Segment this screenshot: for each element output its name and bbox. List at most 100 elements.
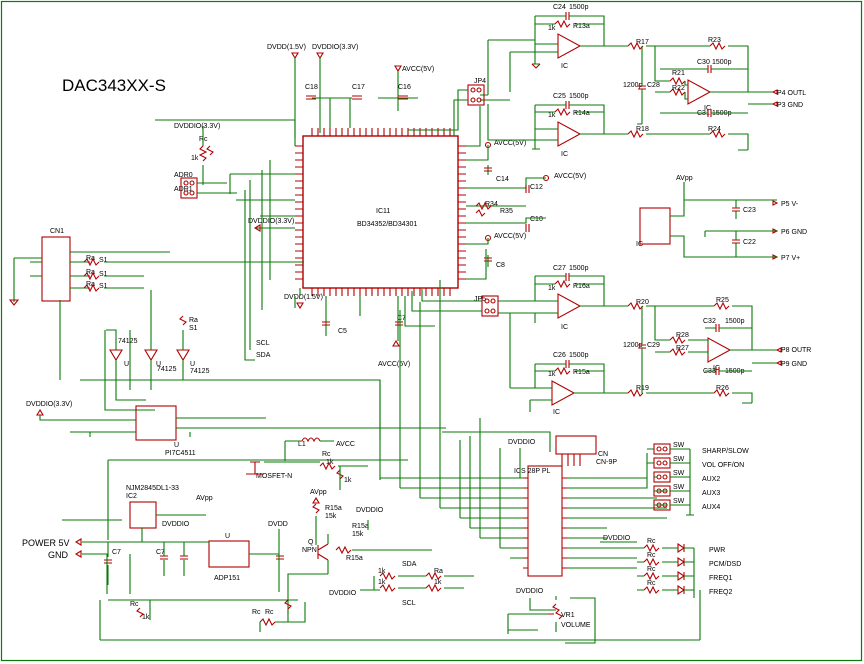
sw-3-ref: SW [673, 470, 685, 477]
sw-5-ref: SW [673, 498, 685, 505]
cap-c30-label: C30 [697, 59, 710, 66]
res-r15a-c-label: R15a [352, 523, 369, 530]
power-input-label: POWER 5V [22, 538, 70, 548]
net-dvdd-1v5-top: DVDD(1.5V) [267, 44, 306, 51]
led-rc-2: Rc [647, 552, 656, 559]
buffer-1-label: 74125 [118, 338, 138, 345]
res-ra4-label: Ra [189, 317, 198, 324]
main-ic-part: BD34352/BD34301 [357, 221, 417, 228]
adp151-label: ADP151 [214, 575, 240, 582]
res-r25-label: R25 [716, 297, 729, 304]
res-1k-adr-label: 1k [191, 155, 199, 162]
cn9p-label: CN-9P [596, 459, 617, 466]
res-r34-label: R34 [485, 201, 498, 208]
res-15k-b: 15k [352, 531, 364, 538]
cap-c16-label: C16 [398, 84, 411, 91]
cap-c24-value: 1500p [569, 4, 589, 11]
res-1k-d: 1k [548, 371, 556, 378]
cap-c24-label: C24 [553, 4, 566, 11]
res-ra1-label: Ra [86, 255, 95, 262]
jumper-jp4[interactable] [467, 84, 485, 106]
res-r16a-label: R16a [573, 283, 590, 290]
net-dvdd-reg: DVDD [268, 521, 288, 528]
output-p7: P7 V+ [781, 255, 800, 262]
res-r21-label: R21 [672, 70, 685, 77]
net-avcc-5v-bottom: AVCC(5V) [378, 361, 410, 368]
res-r20-label: R20 [636, 299, 649, 306]
adr-jumper[interactable] [180, 177, 198, 199]
res-rc-p3: Rc [265, 609, 274, 616]
res-rc-p4: Rc [130, 601, 139, 608]
switch-s1-d: S1 [189, 325, 198, 332]
res-1k-b: 1k [548, 112, 556, 119]
net-sda-left: SDA [256, 352, 271, 359]
controller-ic-label: ICS 28P PL [514, 468, 551, 475]
output-p9: P9 GND [781, 361, 807, 368]
output-stage-left: C24 1500p 1k R13a IC C25 1500p 1k R14a I… [408, 4, 778, 158]
cap-1200p-b: 1200p [623, 342, 643, 349]
res-rc-p2: Rc [252, 609, 261, 616]
led-rc-1: Rc [647, 538, 656, 545]
net-dvdd-1v5-bottom: DVDD(1.5V) [284, 294, 323, 301]
iso-chip [135, 405, 177, 441]
led-pcm-dsd-label: PCM/DSD [709, 561, 741, 568]
net-dvddio-npn: DVDDIO [356, 507, 384, 514]
opamp-3-ic: IC [704, 105, 711, 112]
vr1-volume-label: VOLUME [561, 622, 591, 629]
jumper-jp5[interactable] [481, 295, 499, 317]
res-15k-a: 15k [325, 513, 337, 520]
led-block: Rc Rc Rc Rc PWR PCM/DSD FREQ1 FREQ2 [637, 538, 741, 598]
res-r15a-label: R15a [573, 369, 590, 376]
ic2-part-label: NJM2845DL1-33 [126, 485, 179, 492]
buffer-group: 74125 74125 74125 U U U Ra S1 [104, 290, 210, 411]
inductor-l1-label: L1 [298, 441, 306, 448]
cap-c26-label: C26 [553, 352, 566, 359]
res-1k-scl: 1k [378, 579, 386, 586]
switch-vol[interactable] [653, 457, 671, 469]
cap-c12-label: C12 [530, 184, 543, 191]
ic2-ref-label: IC2 [126, 493, 137, 500]
cap-c32-label: C32 [703, 318, 716, 325]
res-1k-p2: 1k [344, 477, 352, 484]
regulator-ic2 [129, 501, 157, 529]
output-p6: P6 GND [781, 229, 807, 236]
net-dvddio-ic2: DVDDIO [162, 521, 190, 528]
res-r18-label: R18 [636, 126, 649, 133]
power-gnd-label: GND [48, 550, 69, 560]
net-dvddio-3v3-mid: DVDDIO(3.3V) [248, 218, 294, 225]
opamp-1-ic: IC [561, 63, 568, 70]
sw-vol-label: VOL OFF/ON [702, 462, 744, 469]
output-p3: P3 GND [777, 102, 803, 109]
led-freq1-label: FREQ1 [709, 575, 732, 582]
regulator-adp151 [208, 540, 250, 568]
cap-c22-label: C22 [743, 239, 756, 246]
net-sda-bottom: SDA [402, 561, 417, 568]
buffer-2-u: U [156, 361, 161, 368]
cap-c32-value: 1500p [725, 318, 745, 325]
cap-c17-label: C17 [352, 84, 365, 91]
res-r26-label: R26 [716, 385, 729, 392]
buffer-3-label: 74125 [190, 368, 210, 375]
net-dvddio-ctrl: DVDDIO [508, 439, 536, 446]
sw-4-ref: SW [673, 484, 685, 491]
net-avpp-npn: AVpp [310, 489, 327, 496]
cap-c23-label: C23 [743, 207, 756, 214]
res-ra3-label: Ra [86, 281, 95, 288]
connector-cn1 [41, 236, 71, 302]
res-r13a-label: R13a [573, 23, 590, 30]
led-freq2-label: FREQ2 [709, 589, 732, 596]
net-avcc-5v-r1: AVCC(5V) [494, 140, 526, 147]
net-scl-bottom: SCL [402, 600, 416, 607]
cap-c25-value: 1500p [569, 93, 589, 100]
net-avcc-power: AVCC [336, 441, 355, 448]
jumper-jp5-label: JP5 [474, 296, 486, 303]
switch-sharp-slow[interactable] [653, 443, 671, 455]
cap-c7-power-label: C7 [112, 549, 121, 556]
switch-block: SW SW SW SW SW SHARP/SLOW VOL OFF/ON AUX… [647, 442, 749, 516]
main-ic-ref: IC11 [376, 208, 390, 215]
led-rc-3: Rc [647, 566, 656, 573]
switch-s1-a: S1 [99, 257, 108, 264]
res-r35-label: R35 [500, 208, 513, 215]
cap-c5-label: C5 [338, 328, 347, 335]
